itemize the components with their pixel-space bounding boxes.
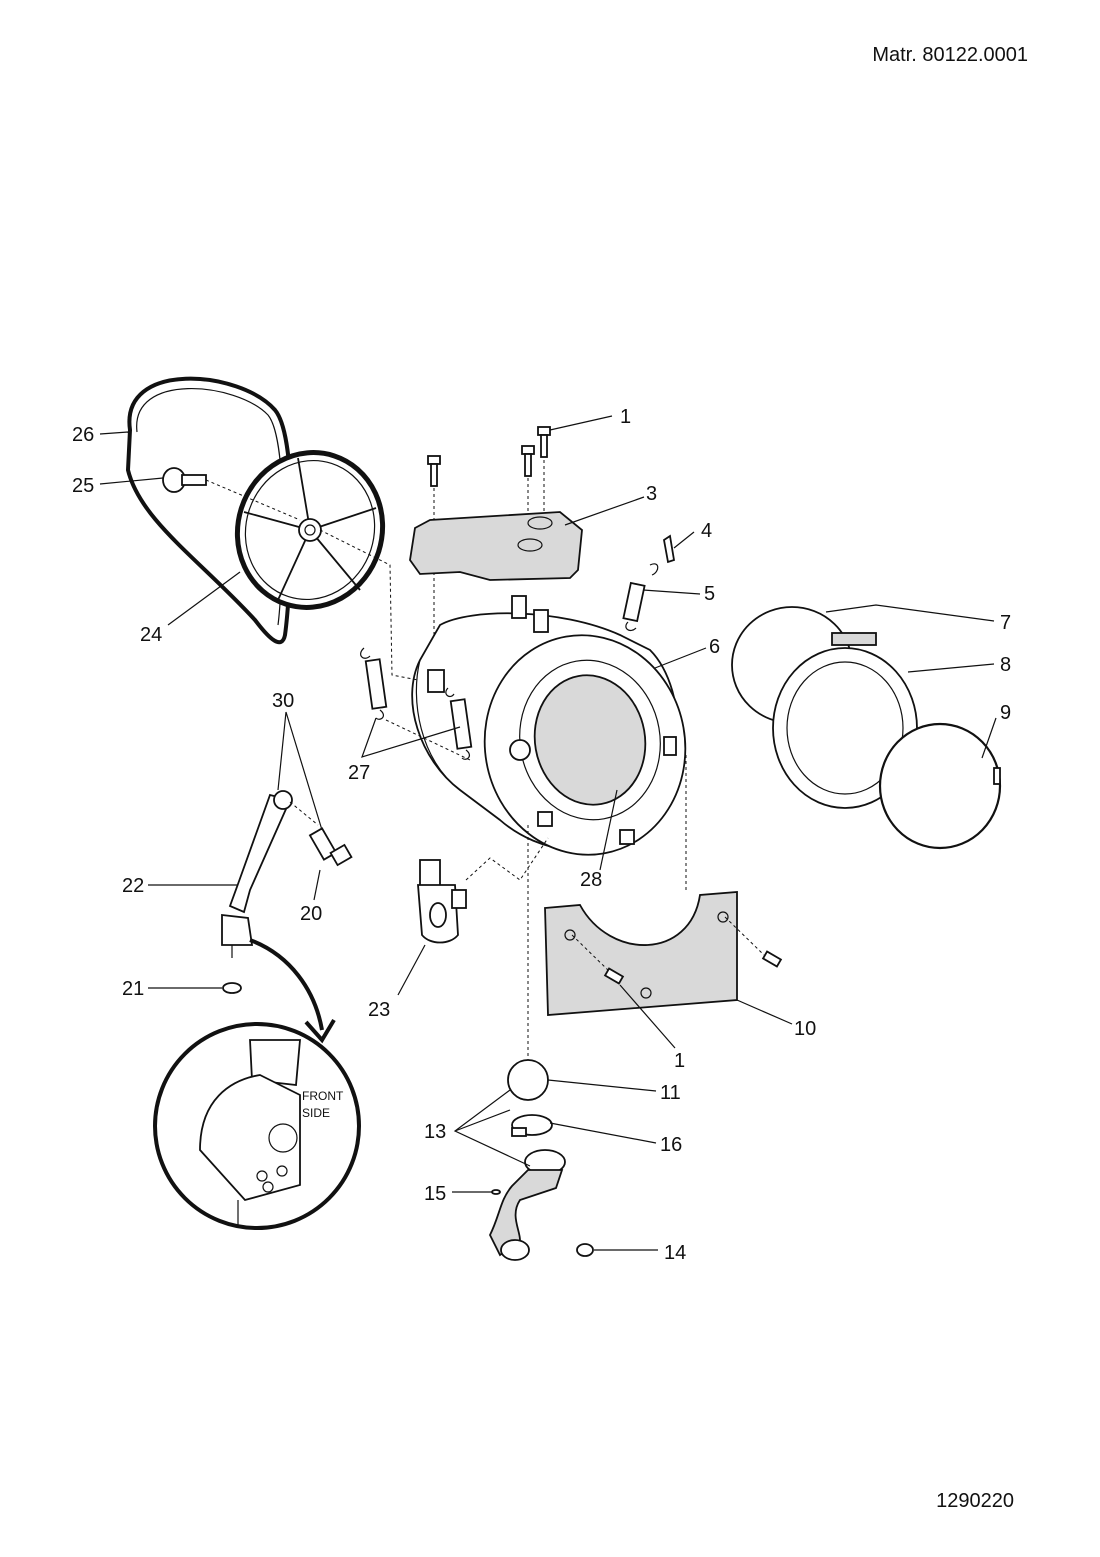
callout-20: 20 [300, 903, 322, 925]
callout-8: 8 [1000, 654, 1011, 676]
suspension-springs-left [360, 647, 473, 760]
wire-ring [878, 722, 1002, 850]
front-counterweight [544, 755, 783, 1016]
pulley-bolt [162, 467, 301, 521]
callout-9: 9 [1000, 702, 1011, 724]
callout-23: 23 [368, 999, 390, 1021]
callout-16: 16 [660, 1134, 682, 1156]
leader-lines [99, 415, 997, 1251]
ball-valve [507, 825, 549, 1101]
detail-label-line2: SIDE [302, 1106, 330, 1120]
callout-4: 4 [701, 520, 712, 542]
callout-24: 24 [140, 624, 162, 646]
small-clip-15 [491, 1189, 501, 1195]
detail-magnifier [153, 938, 361, 1230]
callout-labels: 1 3 4 5 6 7 8 9 10 1 11 13 16 15 14 20 2… [72, 406, 1011, 1264]
washing-tub [411, 595, 687, 856]
material-number: Matr. 80122.0001 [872, 44, 1028, 66]
hose-clamp [511, 1114, 553, 1137]
damper-pin [289, 801, 353, 867]
sump-hose [488, 1149, 566, 1261]
callout-6: 6 [709, 636, 720, 658]
callout-21: 21 [122, 978, 144, 1000]
clip [663, 534, 676, 564]
callout-22: 22 [122, 875, 144, 897]
callout-5: 5 [704, 583, 715, 605]
drain-connector [417, 837, 549, 944]
callout-13: 13 [424, 1121, 446, 1143]
callout-27: 27 [348, 762, 370, 784]
callout-1b: 1 [674, 1050, 685, 1072]
callout-3: 3 [646, 483, 657, 505]
callout-7: 7 [1000, 612, 1011, 634]
callout-25: 25 [72, 475, 94, 497]
damper-nut [222, 982, 242, 994]
callout-10: 10 [794, 1018, 816, 1040]
callout-15: 15 [424, 1183, 446, 1205]
drawing-number: 1290220 [936, 1490, 1014, 1512]
small-ring-14 [576, 1243, 594, 1257]
callout-28: 28 [580, 869, 602, 891]
detail-label-line1: FRONT [302, 1089, 344, 1103]
callout-26: 26 [72, 424, 94, 446]
callout-11: 11 [660, 1082, 681, 1104]
drum-pulley [234, 450, 386, 610]
callout-1: 1 [620, 406, 631, 428]
callout-14: 14 [664, 1242, 686, 1264]
shock-absorber [221, 790, 293, 958]
suspension-spring-right [622, 563, 659, 632]
callout-30: 30 [272, 690, 294, 712]
counterweight [409, 511, 583, 581]
